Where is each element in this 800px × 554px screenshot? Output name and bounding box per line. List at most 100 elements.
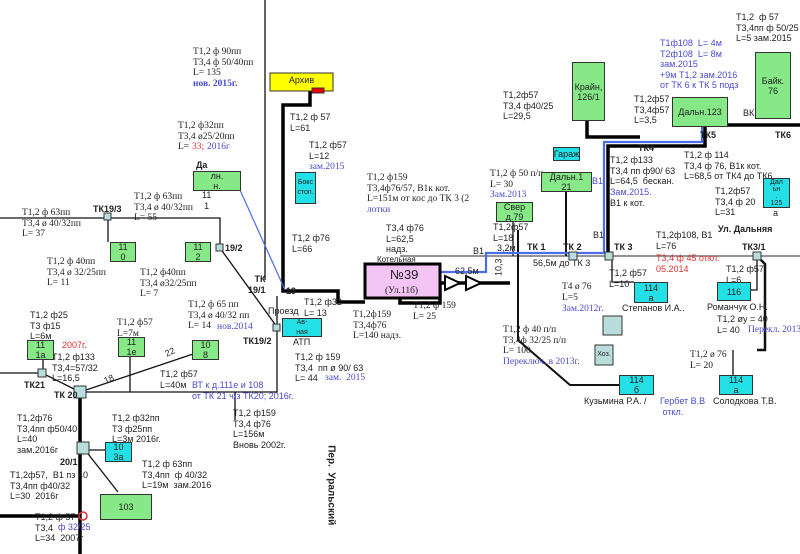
pipe-line (749, 256, 758, 291)
building-label: АТП (293, 337, 311, 347)
length-label: 62,5м (455, 266, 479, 276)
pipe-note: Т3,4 ф 45 откл. 05.2014 (656, 253, 720, 274)
building-owner: Гербет В.В откл. (660, 396, 706, 417)
building-archive: Архив (288, 75, 315, 85)
pipe-label: Т1,2 øу = 40 L= 40 (717, 314, 768, 335)
building-owner: Романчук О.Н. (707, 302, 768, 312)
building-114b: 114 б (619, 375, 654, 395)
pipe-note: 2007г. (62, 340, 87, 350)
pipe-label: Т1,2 ф 63пп Т3,4пп ф 40/32 L=19м зам.201… (142, 459, 212, 490)
node-label: ТК 3 (614, 242, 633, 252)
node-label: ВК (743, 108, 755, 118)
building-dal125: Дал ьн . 125 (763, 178, 790, 208)
building-dal111: лн. н. (193, 171, 241, 191)
node-label: ТК 20 (54, 390, 78, 400)
chamber-node (272, 323, 281, 332)
pipe-label: Т1,2 ф 114 Т3,4 ф 76, В1к кот. L=68,5 от… (684, 150, 773, 181)
building-label: Проезд (268, 306, 299, 316)
chamber-node (37, 368, 47, 378)
pipe-line (79, 349, 206, 393)
building-108: 10 8 (192, 340, 219, 360)
blue-pipe (440, 125, 704, 274)
pipe-label: Т1,2 ф 65 пп Т3,4 ø 40/32 пп L= 14 (188, 300, 250, 331)
blue-pipe (239, 189, 286, 291)
pipe-line (84, 449, 119, 493)
pipe-label: Т1,2 ф 57 Т3,4пп ф 50/25 L=5 зам.2015 (736, 12, 799, 43)
node-label: ТК 2 (563, 242, 582, 252)
chamber-node (103, 212, 112, 221)
building-116: 116 (717, 282, 751, 301)
building-label: 11 1 (202, 190, 212, 211)
building-owner: Солодкова Т.В. (713, 396, 777, 406)
length-label: 56,5м до ТК 3 (533, 258, 591, 268)
pipe-note: 33; (192, 142, 205, 152)
pipe-label: Т1,2 ф 159 L= 25 (413, 301, 456, 322)
pipe-label: Т1,2ф57 Т3,4 ф40/25 L=29,5 (503, 90, 554, 121)
pipe-line (0, 217, 221, 248)
pipe-label: Т1,2 ф 57 Т3,4 (35, 512, 76, 533)
pipe-note: зам.2015 (309, 162, 345, 172)
outbuilding (594, 344, 614, 366)
pipe-note: В1 к кот. (610, 198, 645, 208)
node-label: ТК21 (24, 380, 46, 390)
pipe-label: Т1,2 ф57 L=40м (160, 369, 198, 390)
pipe-label: Т1,2ф57, В1 пз 40 Т3,4пп ф40/32 L=30 201… (10, 470, 88, 501)
pipe-note: Т1ф108 L= 4м Т2ф108 L= 8м зам.2015 +9м Т… (660, 38, 739, 90)
pipe-label: Т3,4 ф76 L=62,5 надз. (386, 223, 424, 254)
chamber-node (73, 385, 87, 399)
boiler-number: №39 (390, 267, 419, 282)
building-110: 11 0 (110, 242, 136, 262)
building-103: 103 (100, 494, 152, 520)
street-name: Ул. Дальняя (718, 224, 773, 234)
boiler-caption: Котельная (377, 255, 416, 264)
pipe-label: Т1,2 ф133 Т3,4=57/32 L=16,5 (52, 352, 98, 383)
pipe-label: Т1,2 ф32пп Т3 ф25пп L=3м 2016г. (112, 413, 161, 444)
pipe-label: Т4 ø 76 L=5 (562, 282, 592, 303)
archive-marker (311, 87, 325, 94)
building-114a-2: 114 а (719, 375, 753, 395)
building-krain: Крайн, 126/1 (572, 62, 605, 121)
outbuilding (602, 315, 623, 336)
pipe-label: Т1,2 ф32пп Т3,4 ø25/20пп L= (178, 121, 235, 152)
node-label: В1 (592, 176, 604, 186)
valve-icon (78, 511, 88, 521)
building-owner: Кузьмина Р.А. / (584, 396, 647, 406)
node-label: В1 (593, 230, 605, 240)
pipe-label: Т1,2 ф57 L=6 (726, 264, 764, 285)
pipe-label: Т1,2 ф 90пп Т3,4 ф 50/40пп L= 135 (193, 47, 254, 78)
node-label: ТК19/2 (243, 336, 272, 346)
node-label: В1 (473, 246, 485, 256)
pipe-note: Зам.2013 (490, 190, 527, 200)
node-label: ТК6 (775, 130, 791, 140)
pipe-label: Т1,2 ф 159 Т3,4 пп ø 90/ 63 L= 44 (295, 352, 364, 383)
node-label: ТК 1 (527, 242, 546, 252)
boiler-house (363, 262, 442, 300)
chamber-node (215, 243, 224, 252)
pipe-label: Т1,2 ф 57 L=61 (290, 112, 331, 133)
building-label: а (773, 208, 779, 218)
pipe-label: Т1,2 ф159 Т3,4 ф76 L=156м Вновь 2002г. (233, 408, 286, 450)
pipe-note: Перекл. 2013 (748, 325, 800, 335)
pipe-note: Переключ. в 2013г. (503, 357, 580, 367)
chamber-node (568, 251, 578, 261)
pipe-note: нов.2014 (217, 322, 253, 332)
pipe-label: Т1,2ф159 Т3,4ф76 L=140 надз. (353, 310, 402, 341)
chamber-node (604, 251, 614, 261)
arrow-icon (465, 274, 484, 292)
arrow-icon (444, 274, 463, 292)
pipe-label: Т1,2 ф57 L=7м (117, 318, 153, 339)
pipe-note: ВТ к д.111е и 108 от ТК 21 ч/з ТК20; 201… (192, 380, 294, 401)
pipe-label: Т1,2 ф32 L= 13 (304, 297, 342, 318)
pipe-label: Т1,2 ф40пп Т3,4 ø32/25пп L= 7 (140, 268, 197, 299)
pipe-label: Т1,2 ф25 Т3 ф15 L=6м (30, 310, 68, 341)
node-label: 19 (286, 286, 297, 296)
building-dal123: Дальн.123 (672, 97, 728, 127)
building-dal121: Дальн.1 21 (541, 172, 592, 192)
pipe-label: Т1,2 ф 40 п/п Т3,4ф 32/25 п/п L= 100 (503, 325, 567, 356)
pipe-label: Т1,2 ф76 L=66 (292, 233, 330, 254)
pipe-label: Т1,2ф57 Т3,4 ф 20 L=31 (715, 186, 756, 217)
chamber-node (76, 441, 90, 455)
pipe-label: Т1,2ф76 Т3,4пп ф50/40 L=40 зам.2016г (17, 413, 78, 455)
building-111e: 11 1е (118, 337, 145, 357)
